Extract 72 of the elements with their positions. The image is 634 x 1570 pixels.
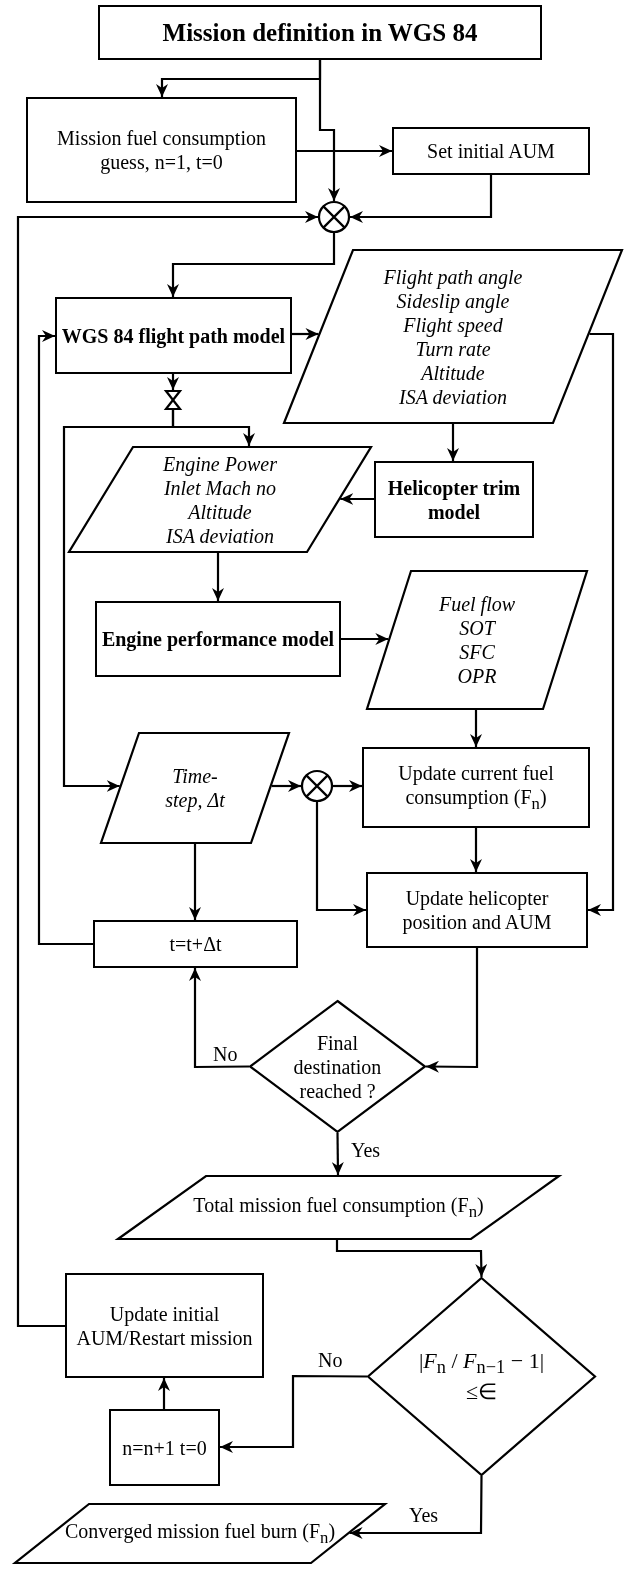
arrow xyxy=(588,332,615,916)
arrow xyxy=(189,844,201,920)
arrow xyxy=(341,633,389,645)
node-text: Helicopter trim model xyxy=(386,475,522,524)
node-text: Engine Power xyxy=(163,451,277,476)
arrow xyxy=(297,145,392,157)
node-text: SFC xyxy=(459,640,495,664)
node-text: Inlet Mach no xyxy=(163,476,277,500)
node-text: Converged mission fuel burn (F$_{n}$) xyxy=(64,1519,336,1548)
node-text: Altitude xyxy=(188,499,252,524)
arrow xyxy=(335,1240,488,1278)
node-text: Engine performance model xyxy=(101,627,335,651)
node-text: ISA deviation xyxy=(166,523,274,548)
process-box xyxy=(55,297,292,374)
arrow xyxy=(167,374,179,390)
process-box xyxy=(366,872,588,948)
node-text: Update helicopter position and AUM xyxy=(401,886,553,934)
node-text: WGS 84 flight path model xyxy=(61,323,286,348)
node-text: Turn rate xyxy=(415,337,491,361)
process-box xyxy=(65,1273,264,1378)
arrow xyxy=(16,211,318,1328)
title-box xyxy=(98,5,542,60)
node-text: SOT xyxy=(459,616,495,640)
node-text: OPR xyxy=(457,664,497,688)
arrow xyxy=(470,828,482,872)
arrow xyxy=(292,328,319,340)
process-box xyxy=(109,1409,220,1486)
node-text: Sideslip angle xyxy=(396,289,510,313)
arrow xyxy=(37,330,93,946)
process-box xyxy=(95,601,341,677)
node-text: Altitude xyxy=(421,360,485,385)
arrow xyxy=(331,1133,344,1175)
node-text: n=n+1 t=0 xyxy=(122,1435,207,1460)
node-text: Update current fuel consumption (F$_{n}$) xyxy=(397,761,555,814)
arrow xyxy=(220,1374,367,1453)
node-text: ISA deviation xyxy=(399,384,507,409)
process-box xyxy=(362,747,590,828)
arrow xyxy=(189,968,249,1069)
node-text: Set initial AUM xyxy=(427,139,555,163)
arrow xyxy=(158,1378,170,1409)
arrow xyxy=(318,60,340,201)
arrow xyxy=(447,424,459,461)
decision-text: Final destination reached ? xyxy=(292,1030,383,1103)
node-text: Flight speed xyxy=(403,313,503,337)
node-text: Time-step, Δt xyxy=(164,764,226,812)
node-text: t=t+Δt xyxy=(169,932,222,956)
arrow xyxy=(271,780,301,792)
arrow xyxy=(340,493,374,505)
arrow xyxy=(333,780,362,792)
node-text: Fuel flow xyxy=(438,592,516,616)
edge-label: Yes xyxy=(408,1505,440,1525)
arrow xyxy=(350,175,493,223)
edge-label: No xyxy=(317,1350,344,1370)
arrow xyxy=(212,553,224,601)
node-text: Total mission fuel consumption (F$_{n}$) xyxy=(193,1193,484,1222)
arrow xyxy=(349,1476,483,1539)
process-box xyxy=(392,127,590,175)
node-text: Mission definition in WGS 84 xyxy=(162,17,478,48)
arrow xyxy=(315,802,366,916)
arrow xyxy=(167,233,336,297)
arrow xyxy=(62,410,175,792)
decision-text: |F$_{n}$ / F$_{n−1}$ − 1| ≤∈ xyxy=(417,1347,546,1406)
edge-label: Yes xyxy=(350,1140,382,1160)
process-box xyxy=(26,97,297,203)
process-box xyxy=(93,920,298,968)
process-box xyxy=(374,461,534,538)
node-text: Update initial AUM/Restart mission xyxy=(75,1301,254,1350)
node-text: Flight path angle xyxy=(383,264,523,289)
arrow xyxy=(426,948,479,1073)
edge-label: No xyxy=(212,1044,239,1064)
arrow xyxy=(470,710,482,747)
node-text: Mission fuel consumption guess, n=1, t=0 xyxy=(56,126,267,174)
